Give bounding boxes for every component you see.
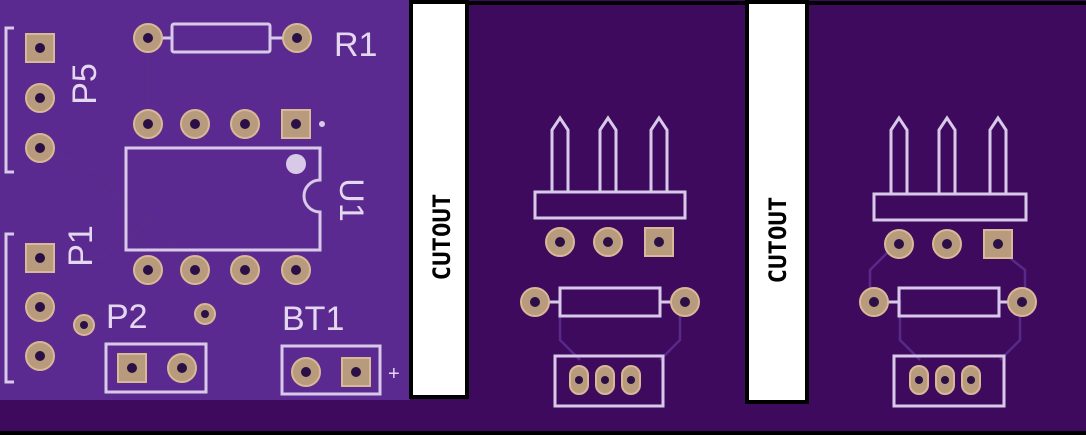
label-bt1: BT1 bbox=[282, 300, 344, 338]
p5-bracket bbox=[4, 26, 14, 174]
pads bbox=[25, 23, 1037, 395]
cutout-slot-1 bbox=[409, 0, 469, 399]
label-p5: P5 bbox=[66, 63, 104, 105]
p2-outline bbox=[104, 342, 208, 394]
cutout-slot-2 bbox=[745, 0, 809, 404]
cutout-label-2: CUTOUT bbox=[764, 197, 792, 284]
label-u1: U1 bbox=[332, 178, 370, 221]
label-plus: + bbox=[388, 363, 400, 385]
header-module-1 bbox=[533, 115, 687, 408]
label-r1: R1 bbox=[334, 26, 377, 64]
header-module-2 bbox=[872, 115, 1028, 408]
u1-pin1-marker bbox=[286, 154, 306, 174]
cutout-label-1: CUTOUT bbox=[428, 194, 456, 281]
p1-bracket bbox=[4, 232, 14, 384]
label-p1: P1 bbox=[62, 225, 100, 267]
u1-outline bbox=[124, 146, 322, 252]
bt1-outline bbox=[280, 344, 382, 396]
label-p2: P2 bbox=[106, 298, 148, 336]
